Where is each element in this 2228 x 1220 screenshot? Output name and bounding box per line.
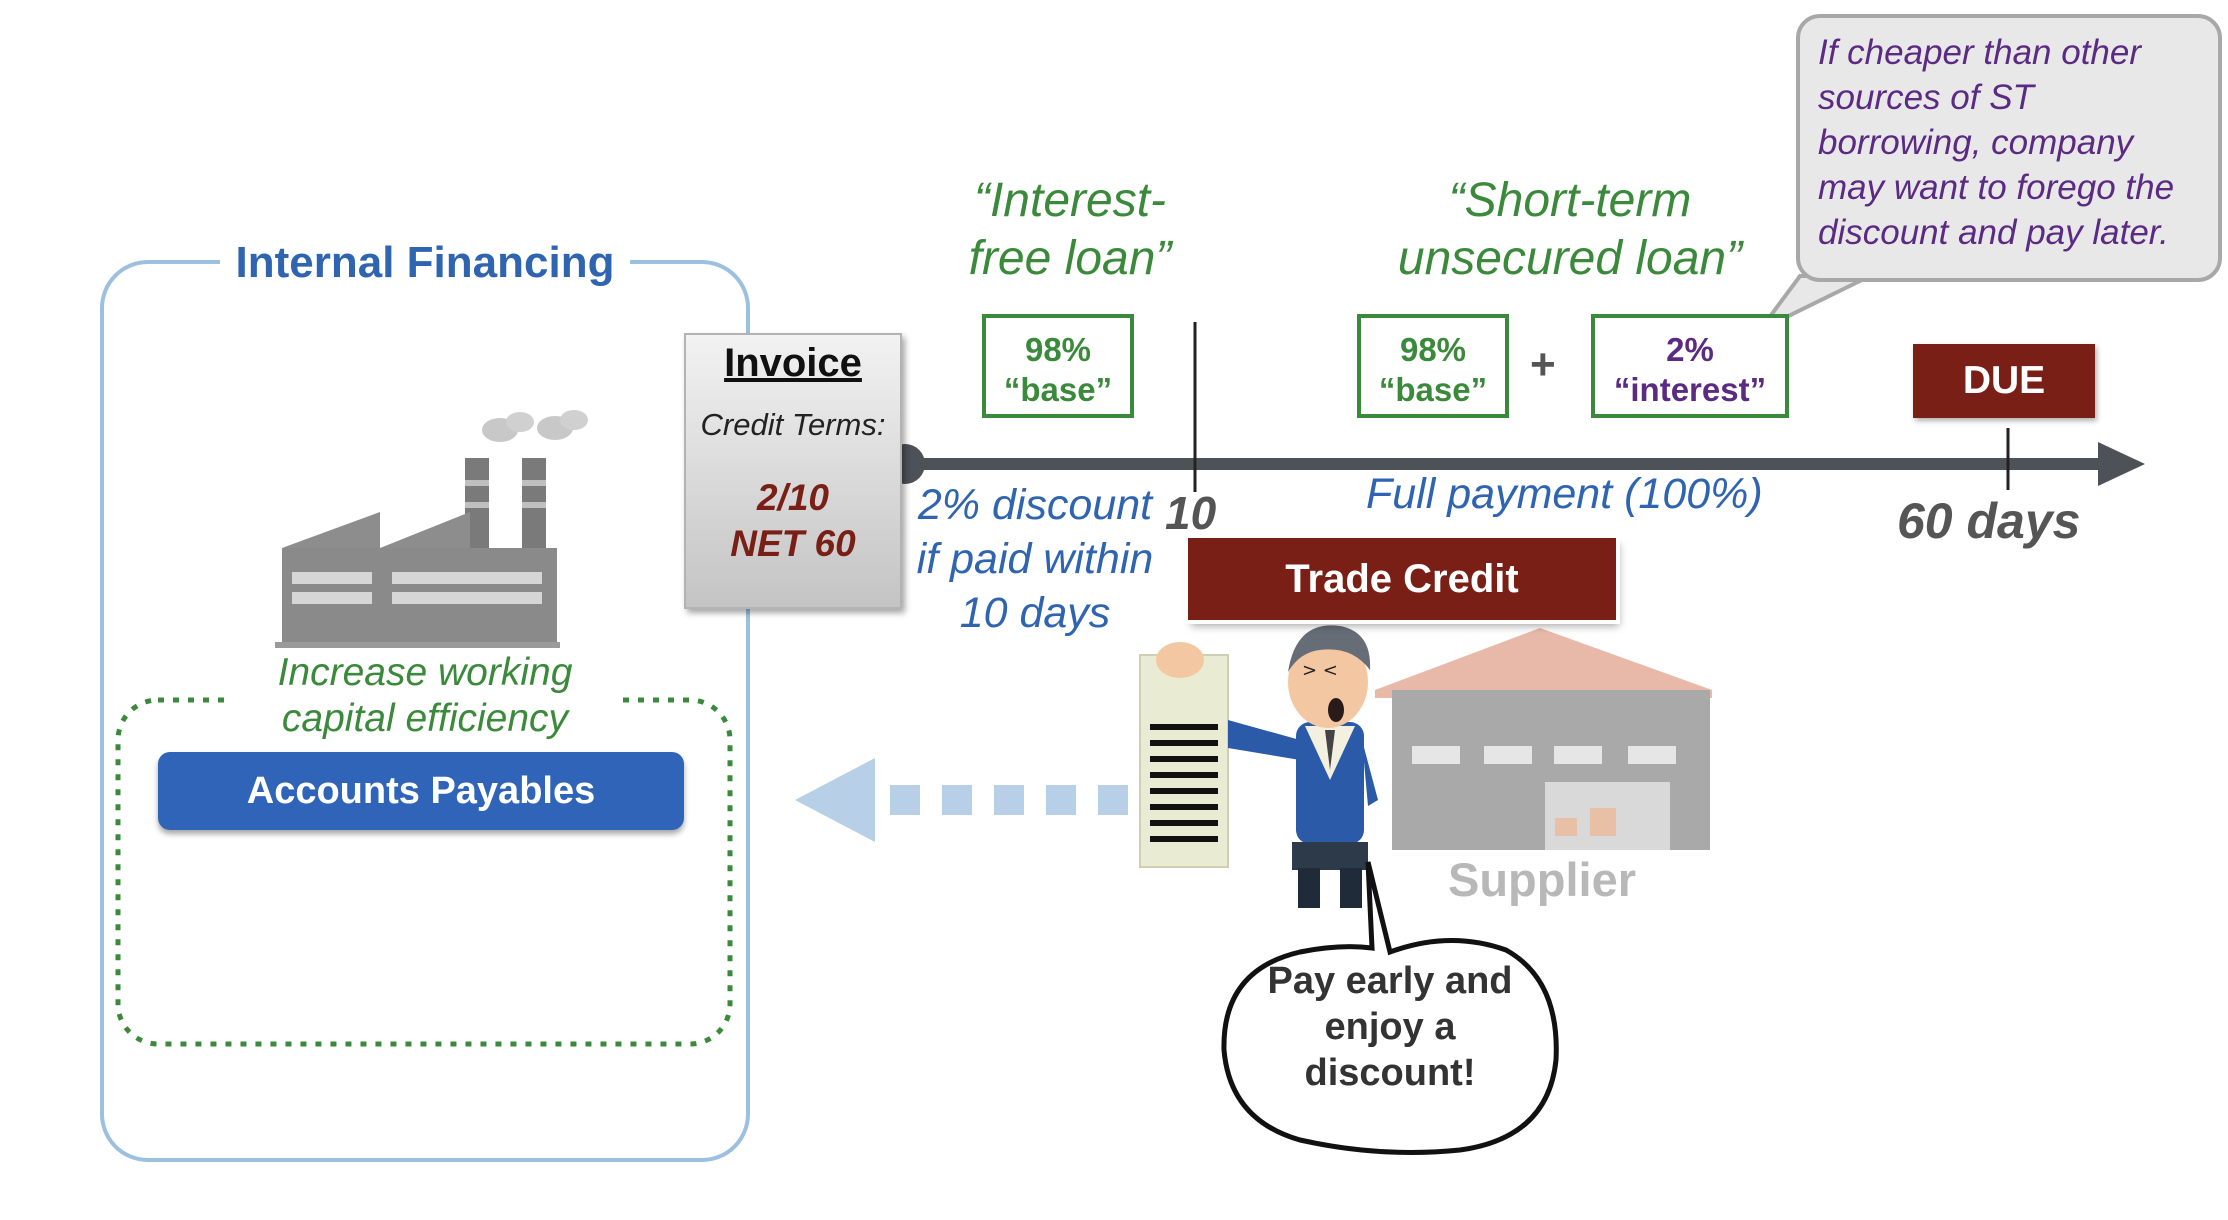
credit-terms-value: 2/10 NET 60	[686, 475, 900, 567]
credit-terms-line-2: NET 60	[730, 523, 856, 564]
base-label-2: “base”	[1378, 371, 1488, 408]
accounts-payables-button[interactable]: Accounts Payables	[158, 752, 684, 830]
base-label-1: “base”	[1003, 371, 1113, 408]
working-capital-note: Increase working capital efficiency	[230, 650, 620, 742]
payment-direction-arrow	[795, 758, 1128, 842]
forego-discount-callout: If cheaper than other sources of ST borr…	[1796, 14, 2222, 282]
tick-60-label: 60 days	[1897, 493, 2081, 549]
base-pct-1: 98%	[1024, 331, 1092, 368]
factory-icon	[275, 410, 588, 648]
person-holding-receipt-icon: > <	[1139, 625, 1378, 908]
quote1-line2: free loan”	[968, 232, 1172, 285]
speech-bubble	[1221, 861, 1559, 1155]
quote2-line2: unsecured loan”	[1397, 232, 1743, 285]
base-box-2: 98% “base”	[1357, 314, 1509, 418]
interest-pct: 2%	[1666, 331, 1714, 368]
discount-description: 2% discount if paid within 10 days	[916, 481, 1154, 637]
accounts-payable-dotted-box	[115, 697, 733, 1047]
full-payment-label: Full payment (100%)	[1366, 470, 1763, 518]
trade-credit-banner: Trade Credit	[1188, 538, 1616, 620]
invoice-title: Invoice	[724, 341, 862, 385]
warehouse-icon	[1375, 628, 1712, 850]
interest-free-loan-quote: “Interest- free loan”	[930, 172, 1210, 288]
timeline-arrowhead	[2098, 442, 2145, 486]
interest-box: 2% “interest”	[1591, 314, 1789, 418]
supplier-label: Supplier	[1448, 853, 1637, 906]
credit-terms-label: Credit Terms:	[700, 407, 886, 442]
credit-terms-line-1: 2/10	[756, 477, 829, 518]
invoice-card: Invoice Credit Terms: 2/10 NET 60	[684, 333, 902, 609]
base-pct-2: 98%	[1399, 331, 1467, 368]
due-badge: DUE	[1913, 344, 2095, 418]
quote1-line1: “Interest-	[973, 174, 1167, 227]
short-term-loan-quote: “Short-term unsecured loan”	[1370, 172, 1770, 288]
speech-bubble-text: Pay early and enjoy a discount!	[1267, 960, 1513, 1094]
interest-label: “interest”	[1613, 371, 1767, 408]
base-box-1: 98% “base”	[982, 314, 1134, 418]
quote2-line1: “Short-term	[1448, 174, 1692, 227]
internal-financing-title: Internal Financing	[220, 235, 630, 291]
tick-10-label: 10	[1165, 487, 1217, 539]
plus-sign: +	[1530, 340, 1556, 389]
svg-text:> <: > <	[1302, 660, 1338, 681]
